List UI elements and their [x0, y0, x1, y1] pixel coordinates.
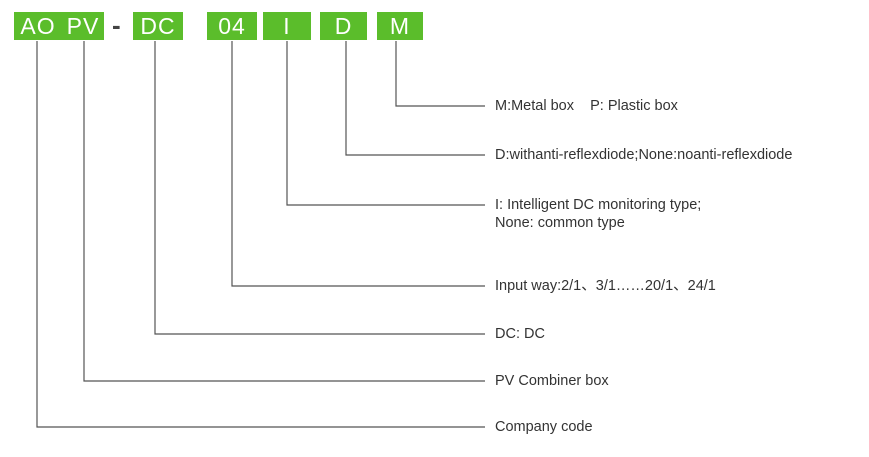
connector-pv [83, 41, 485, 382]
label-monitoring-line1: I: Intelligent DC monitoring type; [495, 197, 702, 213]
connector-i [286, 41, 485, 206]
label-diode: D:withanti-reflexdiode;None:noanti-refle… [495, 147, 793, 163]
code-segment-i: I [263, 12, 311, 40]
code-segment-dc: DC [133, 12, 183, 40]
connector-company [36, 41, 485, 428]
connector-dc [154, 41, 485, 335]
connector-m [395, 41, 485, 107]
code-segment-m: M [377, 12, 423, 40]
code-separator: - [112, 10, 121, 40]
connector-d [345, 41, 485, 156]
label-monitoring: I: Intelligent DC monitoring type; None:… [495, 196, 701, 232]
code-segment-ao: AO [14, 12, 62, 40]
label-dc: DC: DC [495, 326, 545, 342]
label-company-code: Company code [495, 419, 593, 435]
label-monitoring-line2: None: common type [495, 215, 625, 231]
label-input-way: Input way:2/1、3/1……20/1、24/1 [495, 278, 716, 294]
label-box-material: M:Metal box P: Plastic box [495, 98, 678, 114]
code-segment-pv: PV [62, 12, 104, 40]
code-segment-d: D [320, 12, 367, 40]
code-segment-04: 04 [207, 12, 257, 40]
label-pv-combiner: PV Combiner box [495, 373, 609, 389]
connector-04 [231, 41, 485, 287]
